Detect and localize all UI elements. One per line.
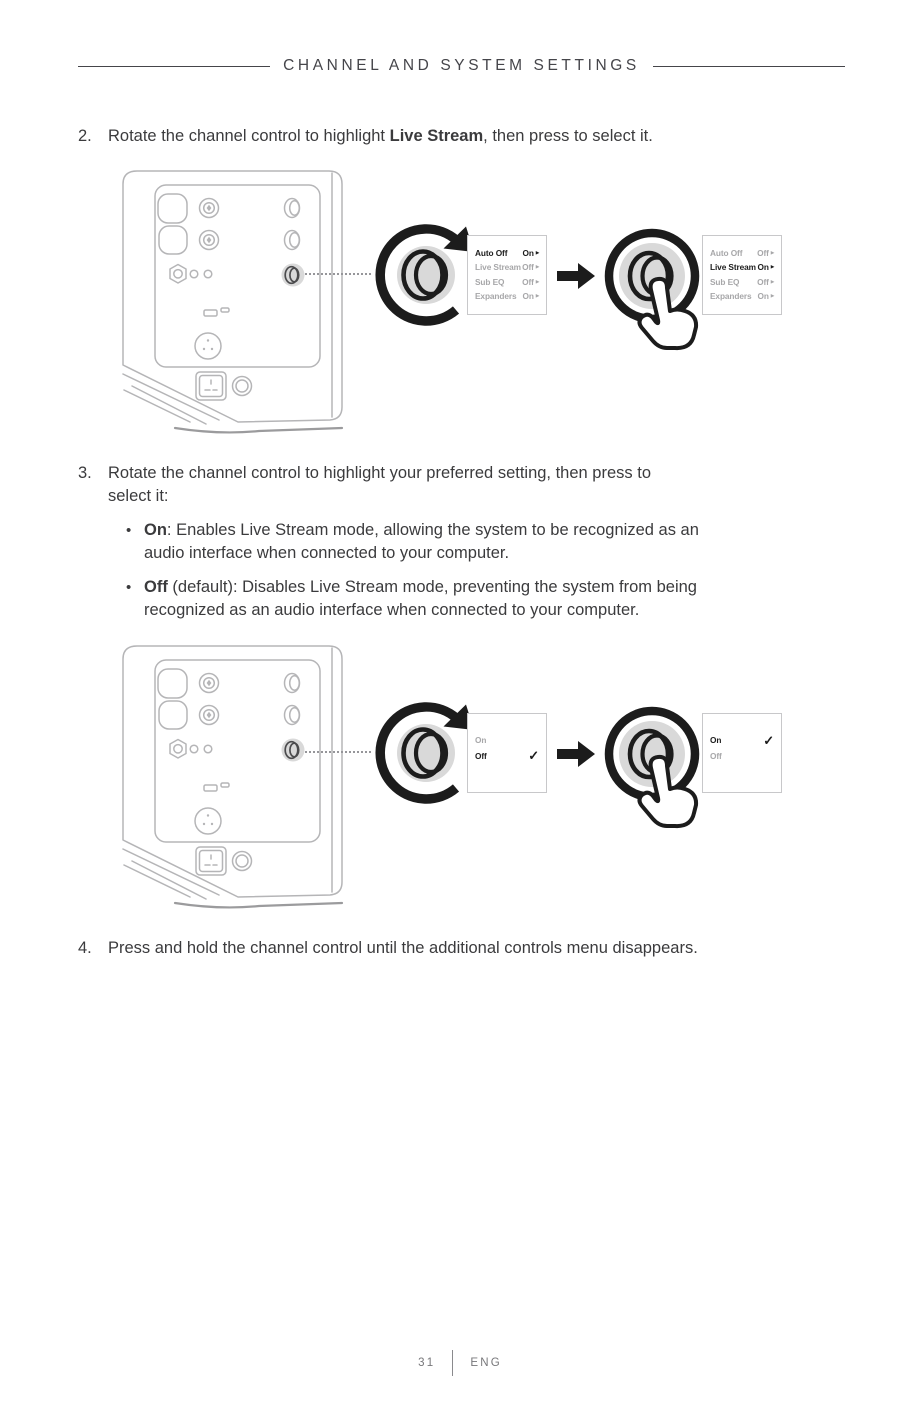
on-off-menu-after: On ✓ Off <box>702 713 782 793</box>
menu-item-value: Off <box>757 248 769 258</box>
footer-divider <box>452 1350 454 1376</box>
menu-item-value: On <box>757 291 769 302</box>
header-rule-right <box>652 65 846 67</box>
step-3-number: 3. <box>78 464 92 482</box>
checkmark-icon: ✓ <box>528 748 539 764</box>
speaker-rear-panel-illustration <box>120 643 350 911</box>
additional-controls-menu-after: Auto Off Off▸ Live Stream On▸ Sub EQ Off… <box>702 235 782 315</box>
header-rule-left <box>78 65 271 67</box>
step-2: 2. Rotate the channel control to highlig… <box>78 125 653 148</box>
submenu-caret-icon: ▸ <box>770 263 774 271</box>
additional-controls-menu-before: Auto Off On▸ Live Stream Off▸ Sub EQ Off… <box>467 235 547 315</box>
step-2-text: Rotate the channel control to highlight … <box>108 127 653 145</box>
menu-item-label: Expanders <box>710 291 752 302</box>
menu-row: Live Stream On▸ <box>710 260 774 274</box>
menu-item-label: Off <box>475 750 487 761</box>
channel-knob-callout-line <box>305 273 371 275</box>
menu-row: Sub EQ Off▸ <box>710 275 774 289</box>
bullet-on-text: On: Enables Live Stream mode, allowing t… <box>144 521 699 562</box>
bullet-marker: • <box>126 579 132 596</box>
menu-item-value: Off <box>757 276 769 287</box>
menu-item-label: Auto Off <box>710 248 743 258</box>
submenu-caret-icon: ▸ <box>770 278 774 286</box>
right-arrow-icon <box>557 741 595 767</box>
step-2-number: 2. <box>78 127 92 145</box>
submenu-caret-icon: ▸ <box>535 249 539 257</box>
bullet-marker: • <box>126 522 132 539</box>
submenu-caret-icon: ▸ <box>770 249 774 257</box>
step-3-text: Rotate the channel control to highlight … <box>108 464 651 505</box>
menu-row: Off ✓ <box>475 749 539 765</box>
menu-item-label: On <box>475 735 487 745</box>
page-title: CHANNEL AND SYSTEM SETTINGS <box>283 57 640 74</box>
right-arrow-icon <box>557 263 595 289</box>
submenu-caret-icon: ▸ <box>535 263 539 271</box>
menu-row: Auto Off On▸ <box>475 246 539 260</box>
diagram-live-stream-select: Auto Off On▸ Live Stream Off▸ Sub EQ Off… <box>0 168 920 435</box>
submenu-caret-icon: ▸ <box>535 278 539 286</box>
menu-item-label: Sub EQ <box>475 276 505 287</box>
menu-item-label: Off <box>710 750 722 761</box>
on-off-menu-before: On Off ✓ <box>467 713 547 793</box>
menu-item-label: Sub EQ <box>710 276 740 287</box>
menu-row: Off <box>710 749 774 765</box>
press-knob-icon <box>597 706 709 830</box>
menu-item-value: Off <box>522 262 534 273</box>
menu-row: On <box>475 733 539 749</box>
menu-row: Live Stream Off▸ <box>475 260 539 274</box>
bullet-off: • Off (default): Disables Live Stream mo… <box>126 576 697 622</box>
channel-knob-callout-line <box>305 751 371 753</box>
bullet-on: • On: Enables Live Stream mode, allowing… <box>126 519 699 565</box>
menu-row: On ✓ <box>710 733 774 749</box>
menu-item-label: Auto Off <box>475 248 508 258</box>
language-code: ENG <box>470 1357 502 1369</box>
checkmark-icon: ✓ <box>763 732 774 748</box>
menu-row: Expanders On▸ <box>710 289 774 303</box>
menu-item-label: On <box>710 735 722 745</box>
step-4-number: 4. <box>78 939 92 957</box>
menu-item-value: Off <box>522 276 534 287</box>
submenu-caret-icon: ▸ <box>770 292 774 300</box>
page-footer: 31 ENG <box>0 1350 920 1376</box>
menu-item-label: Expanders <box>475 291 517 302</box>
menu-row: Sub EQ Off▸ <box>475 275 539 289</box>
menu-item-value: On <box>522 248 534 258</box>
menu-row: Auto Off Off▸ <box>710 246 774 260</box>
page-header: CHANNEL AND SYSTEM SETTINGS <box>78 56 846 76</box>
step-3: 3. Rotate the channel control to highlig… <box>78 462 651 508</box>
menu-row: Expanders On▸ <box>475 289 539 303</box>
menu-item-label: Live Stream <box>475 262 521 273</box>
menu-item-value: On <box>522 291 534 302</box>
submenu-caret-icon: ▸ <box>535 292 539 300</box>
menu-item-label: Live Stream <box>710 262 756 273</box>
bullet-off-text: Off (default): Disables Live Stream mode… <box>144 578 697 619</box>
page-number: 31 <box>418 1357 436 1369</box>
diagram-on-off-select: On Off ✓ On ✓ Off <box>0 643 920 910</box>
speaker-rear-panel-illustration <box>120 168 350 436</box>
press-knob-icon <box>597 228 709 352</box>
step-4: 4. Press and hold the channel control un… <box>78 937 698 960</box>
menu-item-value: On <box>757 262 769 273</box>
step-4-text: Press and hold the channel control until… <box>108 939 698 957</box>
